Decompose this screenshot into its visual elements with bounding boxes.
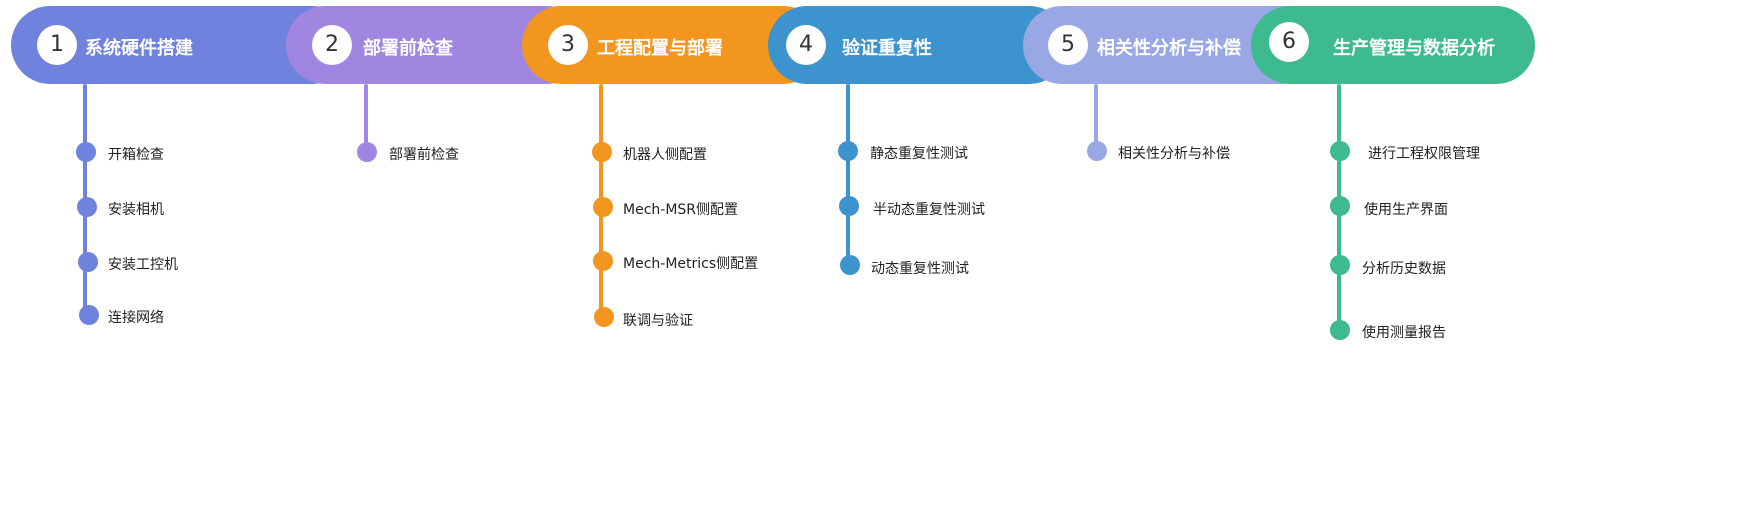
- step-3-title: 工程配置与部署: [597, 38, 723, 59]
- step-4-item-2: 半动态重复性测试: [873, 202, 985, 218]
- step-1-item-1-dot: [76, 142, 96, 162]
- step-6-header: 6 生产管理与数据分析: [1251, 6, 1535, 84]
- step-3-item-3-dot: [593, 251, 613, 271]
- step-5-item-1-dot: [1087, 141, 1107, 161]
- step-4-header: 4 验证重复性: [768, 6, 1068, 84]
- step-6-item-3-dot: [1330, 255, 1350, 275]
- step-6-title: 生产管理与数据分析: [1333, 38, 1495, 59]
- step-6-item-1: 进行工程权限管理: [1368, 146, 1480, 162]
- step-4-title: 验证重复性: [842, 38, 932, 59]
- step-5-number: 5: [1048, 25, 1088, 65]
- step-2-connector: [364, 84, 368, 154]
- step-3-item-3: Mech-Metrics侧配置: [623, 256, 759, 272]
- step-1-number: 1: [37, 25, 77, 65]
- step-3-item-2-dot: [593, 197, 613, 217]
- step-2-item-1: 部署前检查: [389, 147, 459, 163]
- step-3-item-1: 机器人侧配置: [623, 147, 707, 163]
- step-3-item-1-dot: [592, 142, 612, 162]
- step-4-item-1: 静态重复性测试: [870, 146, 968, 162]
- step-1-item-3-dot: [78, 252, 98, 272]
- step-1-item-3: 安装工控机: [108, 257, 178, 273]
- step-2-number: 2: [312, 25, 352, 65]
- step-5-item-1: 相关性分析与补偿: [1118, 146, 1230, 162]
- step-4-number: 4: [786, 25, 826, 65]
- step-6-item-1-dot: [1330, 141, 1350, 161]
- step-1-item-4-dot: [79, 305, 99, 325]
- step-3-item-4: 联调与验证: [623, 313, 693, 329]
- step-6-item-3: 分析历史数据: [1362, 261, 1446, 277]
- step-1-item-2-dot: [77, 197, 97, 217]
- step-3-number: 3: [548, 25, 588, 65]
- step-6-item-4-dot: [1330, 320, 1350, 340]
- step-6-item-4: 使用测量报告: [1362, 325, 1446, 341]
- step-1-title: 系统硬件搭建: [85, 38, 193, 59]
- step-6-number: 6: [1269, 22, 1309, 62]
- step-3-item-2: Mech-MSR侧配置: [623, 202, 739, 218]
- step-1-item-2: 安装相机: [108, 202, 164, 218]
- step-5-title: 相关性分析与补偿: [1097, 38, 1241, 59]
- step-1-item-1: 开箱检查: [108, 147, 164, 163]
- step-3-item-4-dot: [594, 307, 614, 327]
- step-6-item-2-dot: [1330, 196, 1350, 216]
- step-4-connector: [846, 84, 850, 266]
- step-1-item-4: 连接网络: [108, 310, 164, 326]
- step-4-item-3: 动态重复性测试: [871, 261, 969, 277]
- step-6-item-2: 使用生产界面: [1364, 202, 1448, 218]
- step-4-item-3-dot: [840, 255, 860, 275]
- step-2-item-1-dot: [357, 142, 377, 162]
- step-5-connector: [1094, 84, 1098, 154]
- step-2-title: 部署前检查: [363, 38, 453, 59]
- step-4-item-2-dot: [839, 196, 859, 216]
- step-4-item-1-dot: [838, 141, 858, 161]
